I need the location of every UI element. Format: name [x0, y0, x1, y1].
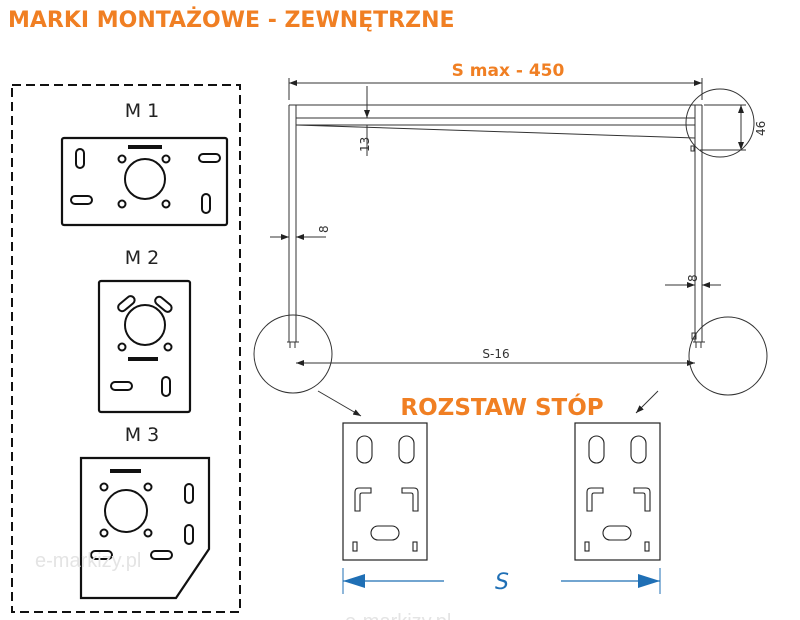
feet-heading: ROZSTAW STÓP — [400, 393, 603, 421]
foot-plate-right — [574, 422, 661, 561]
mount-plate-m1 — [60, 136, 229, 227]
mount-label-m1: M 1 — [125, 100, 160, 122]
watermark-bottom: e-markizy.pl — [345, 611, 451, 620]
post-left-dimension: 8 — [317, 225, 331, 233]
mount-plate-m2 — [97, 279, 192, 414]
width-label: S max - 450 — [452, 61, 565, 81]
mount-label-m2: M 2 — [125, 247, 160, 269]
feet-span-label: S — [495, 570, 509, 595]
detail-circle-left — [253, 314, 333, 394]
post-right-dimension: 8 — [686, 274, 700, 282]
detail-circle-right — [688, 316, 768, 396]
page-title: MARKI MONTAŻOWE - ZEWNĘTRZNE — [8, 7, 455, 33]
foot-plate-left — [342, 422, 428, 561]
beam-drop-dimension: 13 — [358, 137, 372, 152]
mount-plate-m3 — [79, 456, 211, 600]
inner-span-dimension: S-16 — [482, 347, 509, 361]
mounts-panel — [11, 84, 241, 613]
mount-label-m3: M 3 — [125, 424, 160, 446]
frame-drawing: S max - 450 13 46 8 8 S-16 — [253, 61, 768, 417]
beam-height-dimension: 46 — [754, 121, 768, 136]
watermark: e-markizy.pl — [35, 550, 141, 572]
feet-span-dimension: S — [342, 568, 661, 595]
detail-circle-top-right — [685, 88, 755, 158]
